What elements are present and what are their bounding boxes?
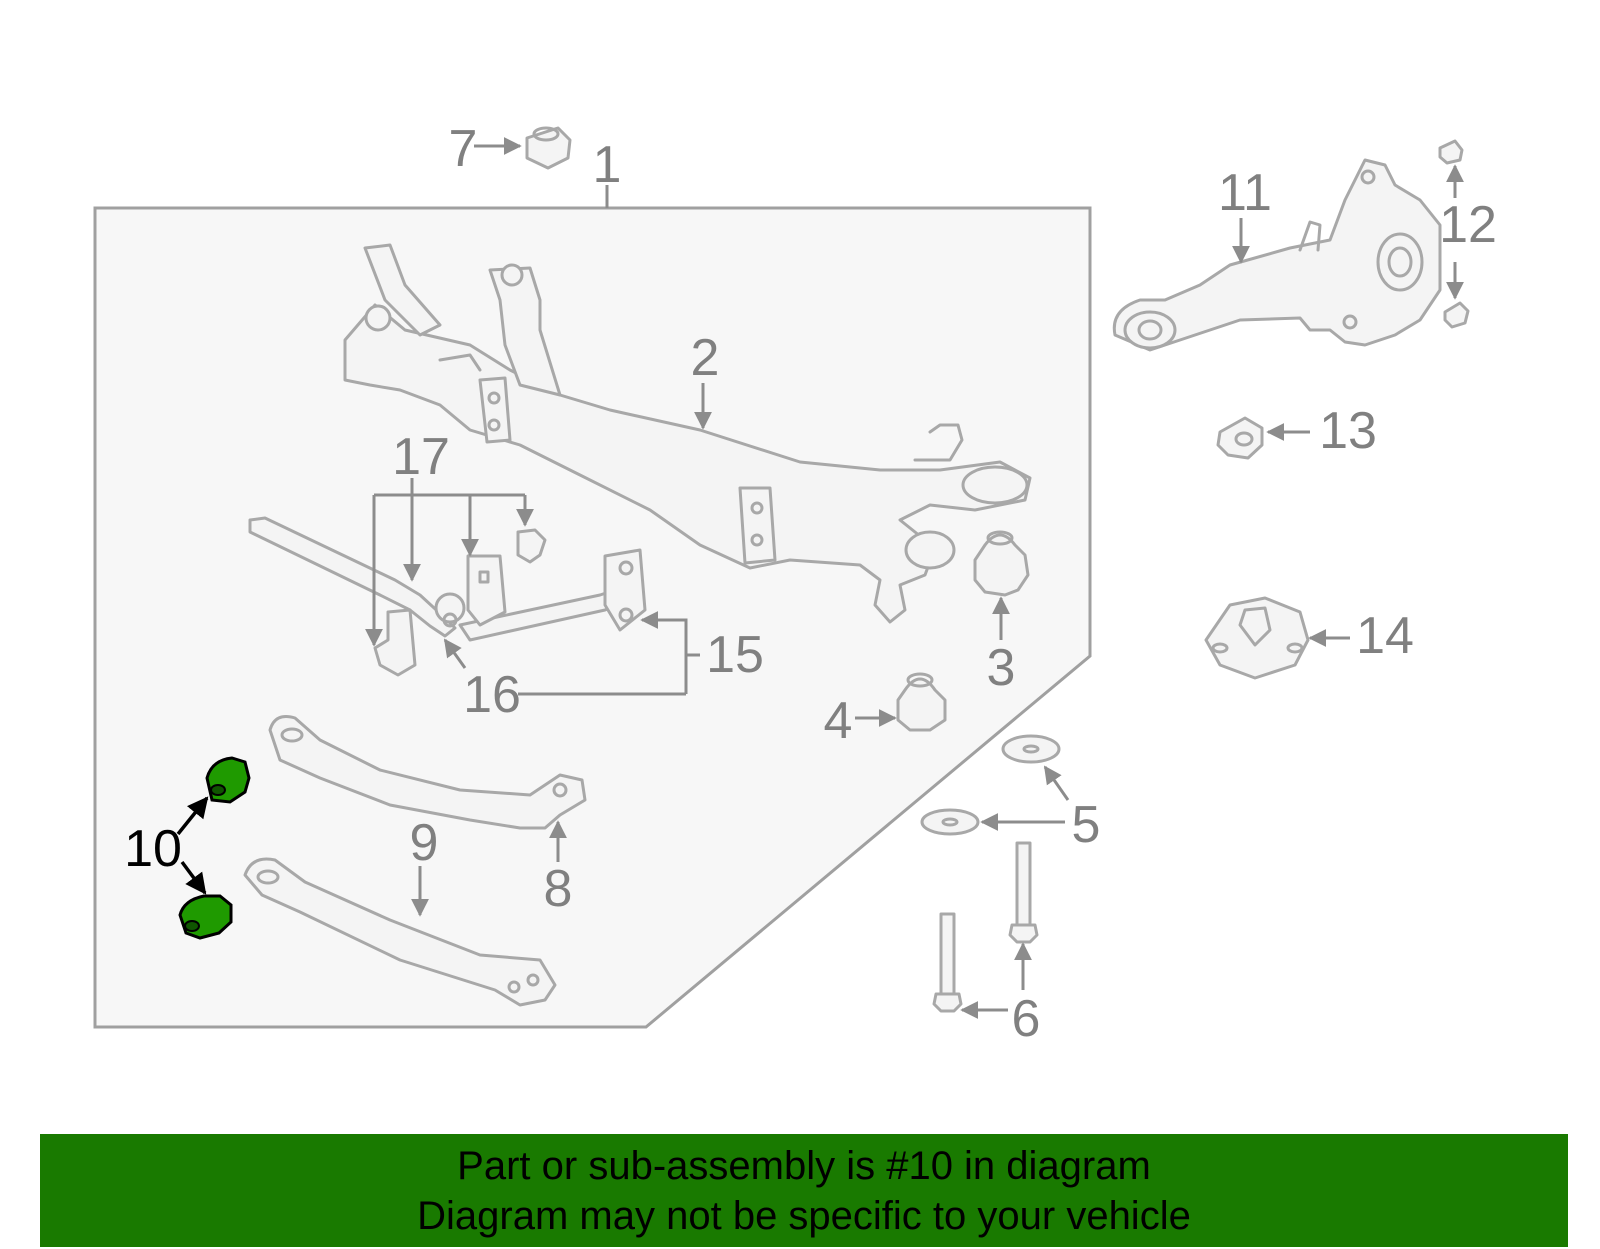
callout-2: 2 [691, 329, 720, 387]
callout-11: 11 [1218, 164, 1272, 222]
sway-bar-part [248, 516, 647, 677]
assembly-outline [93, 206, 1092, 1029]
lower-control-arm-part [243, 857, 557, 1007]
callout-12: 12 [1439, 196, 1497, 254]
callout-10-leader-b [180, 860, 207, 895]
callout-5: 5 [1072, 796, 1101, 854]
callout-6: 6 [1012, 990, 1041, 1048]
stud-upper [1438, 139, 1464, 165]
banner-line-disclaimer: Diagram may not be specific to your vehi… [417, 1194, 1191, 1238]
part-info-banner: Part or sub-assembly is #10 in diagram D… [40, 1134, 1568, 1247]
mount-bushing-3 [973, 530, 1030, 597]
callout-17: 17 [392, 428, 450, 486]
callout-9: 9 [410, 814, 439, 872]
bolt-upper [1008, 841, 1039, 944]
bushing-13 [1216, 416, 1264, 460]
crossmember-part [343, 243, 1032, 624]
washer-lower [920, 808, 980, 836]
callout-15: 15 [706, 626, 764, 684]
knuckle-part [1112, 158, 1442, 352]
banner-line-part: Part or sub-assembly is #10 in diagram [457, 1144, 1151, 1188]
callout-3: 3 [987, 639, 1016, 697]
callout-13: 13 [1319, 402, 1377, 460]
upper-control-arm-part [268, 715, 587, 830]
highlighted-bushing-lower[interactable] [178, 894, 233, 940]
mount-bushing-4 [896, 672, 947, 732]
callout-4: 4 [824, 692, 853, 750]
callout-16-leader [443, 638, 467, 669]
callout-14: 14 [1356, 607, 1414, 665]
callout-10-leader-a [176, 796, 209, 836]
callout-5-leader-a [1043, 765, 1070, 801]
callout-15-leader [640, 611, 688, 694]
callout-1: 1 [593, 136, 622, 194]
callout-8: 8 [544, 860, 573, 918]
callout-10: 10 [124, 820, 182, 878]
stud-lower [1443, 301, 1470, 329]
bolt-lower [932, 912, 963, 1013]
callout-7: 7 [449, 120, 478, 178]
mount-14 [1204, 596, 1310, 680]
callout-16: 16 [463, 666, 521, 724]
highlighted-bushing-upper[interactable] [205, 756, 251, 804]
washer-upper [1001, 734, 1061, 764]
bushing-7 [525, 126, 572, 170]
